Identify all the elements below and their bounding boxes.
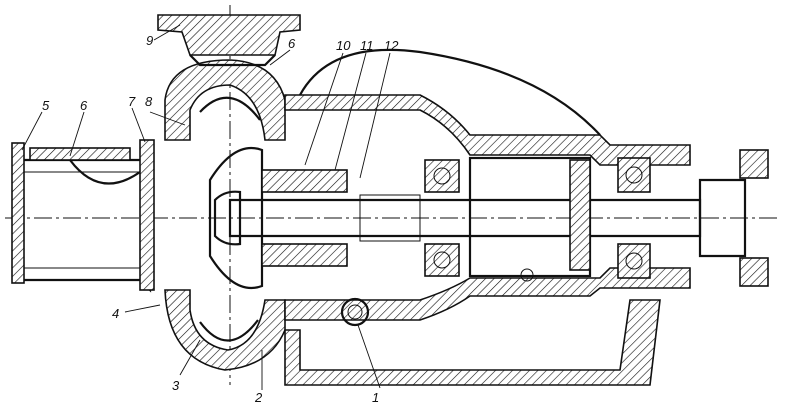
volute-casing <box>164 59 286 371</box>
support-foot <box>284 299 661 386</box>
drain-plug <box>340 297 370 327</box>
callout-12: 12 <box>384 38 399 53</box>
callout-6-suction: 6 <box>80 98 88 113</box>
callout-1: 1 <box>372 390 379 405</box>
callout-7: 7 <box>128 94 136 109</box>
callout-leaders <box>21 24 391 390</box>
callout-3: 3 <box>172 378 180 393</box>
callout-8: 8 <box>145 94 153 109</box>
callout-4: 4 <box>112 306 119 321</box>
shaft-seal <box>261 169 348 267</box>
bearing-cavity <box>468 156 592 278</box>
drive-end-coupling <box>698 149 769 287</box>
callout-9: 9 <box>146 33 153 48</box>
callout-2: 2 <box>254 390 263 405</box>
callout-6-discharge: 6 <box>288 36 296 51</box>
bearing-housing <box>284 48 691 321</box>
suction-pipe <box>11 142 152 293</box>
callout-11: 11 <box>360 38 374 53</box>
discharge-nozzle <box>157 14 301 67</box>
oil-gauge <box>520 268 534 282</box>
rear-bearing <box>617 157 651 279</box>
callout-labels: 1 2 3 4 5 6 6 7 8 9 10 11 12 <box>42 33 399 405</box>
impeller <box>208 146 264 290</box>
callout-5: 5 <box>42 98 50 113</box>
front-bearing <box>424 159 460 277</box>
callout-10: 10 <box>336 38 351 53</box>
suction-flange <box>139 139 155 291</box>
